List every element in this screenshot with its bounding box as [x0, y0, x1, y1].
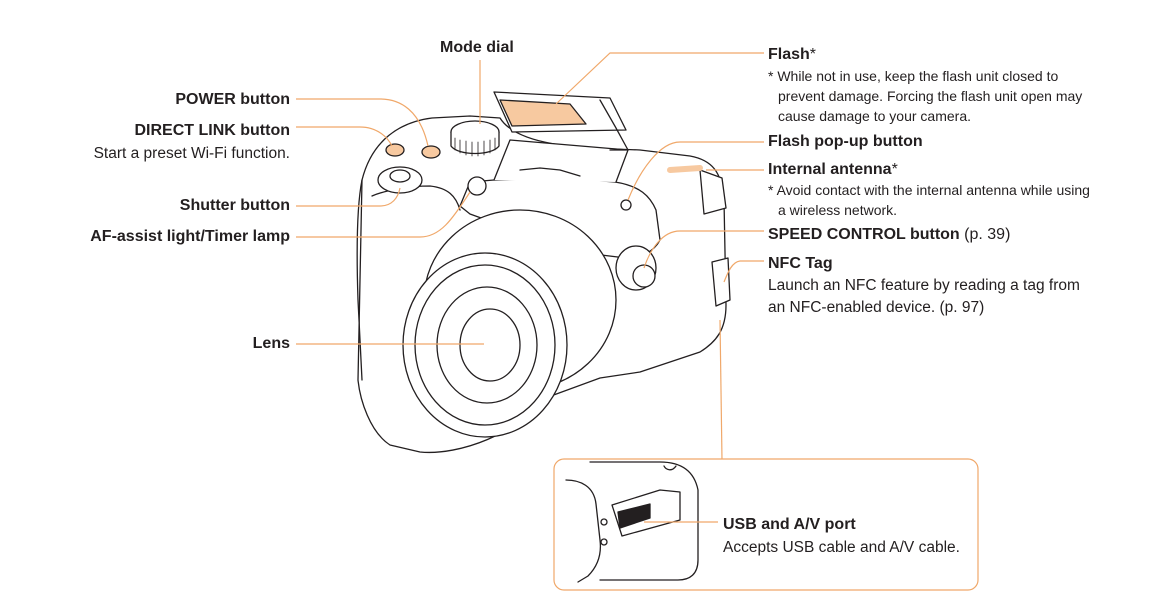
- flash-note-3: cause damage to your camera.: [778, 108, 971, 124]
- leader-shutter: [296, 187, 401, 207]
- speed-control-row: SPEED CONTROL button (p. 39): [768, 225, 1010, 245]
- nfc-tag-label: NFC Tag: [768, 255, 833, 272]
- antenna-asterisk: *: [891, 161, 898, 178]
- grip-edge: [371, 185, 461, 211]
- internal-antenna-row: Internal antenna*: [768, 160, 898, 180]
- mode-dial-label: Mode dial: [440, 39, 514, 56]
- usb-port-label: USB and A/V port: [723, 516, 856, 533]
- af-assist-label: AF-assist light/Timer lamp: [90, 228, 290, 245]
- usb-desc: Accepts USB cable and A/V cable.: [723, 539, 960, 556]
- leader-power: [296, 98, 429, 147]
- flash-label: Flash: [768, 46, 810, 63]
- leader-nfc: [723, 260, 764, 283]
- flash-note-2: prevent damage. Forcing the flash unit o…: [778, 88, 1083, 104]
- leader-flash: [555, 52, 764, 105]
- leader-usb: [719, 319, 723, 461]
- flash-well: [493, 139, 629, 183]
- direct-link-button-shape: [385, 143, 405, 157]
- leader-flash-popup: [627, 141, 764, 201]
- strap-lug: [699, 169, 727, 215]
- lens-label: Lens: [252, 335, 290, 352]
- antenna-note-2: a wireless network.: [778, 202, 898, 218]
- direct-link-button-label: DIRECT LINK button: [134, 122, 290, 139]
- internal-antenna-label: Internal antenna: [768, 161, 892, 178]
- direct-link-desc: Start a preset Wi-Fi function.: [93, 145, 290, 162]
- flash-asterisk: *: [809, 46, 817, 63]
- speed-control-label: SPEED CONTROL button: [768, 226, 960, 243]
- speed-control-ref: (p. 39): [959, 226, 1011, 243]
- shutter-button-label: Shutter button: [179, 197, 290, 214]
- nfc-desc-2: an NFC-enabled device. (p. 97): [768, 299, 985, 316]
- leader-lines: [296, 52, 764, 461]
- leader-speed-control: [643, 230, 764, 269]
- camera-illustration: [356, 91, 731, 454]
- nfc-desc-1: Launch an NFC feature by reading a tag f…: [768, 277, 1080, 294]
- leader-af-assist: [296, 191, 471, 238]
- usb-inset: [553, 458, 979, 591]
- power-button-label: POWER button: [175, 91, 290, 108]
- af-assist-lamp-shape: [467, 176, 487, 196]
- flash-popup-button-shape: [620, 199, 632, 211]
- leader-direct-link: [296, 126, 393, 147]
- flash-note-1: * While not in use, keep the flash unit …: [768, 68, 1059, 84]
- flash-popup-label: Flash pop-up button: [768, 133, 923, 150]
- antenna-note-1: * Avoid contact with the internal antenn…: [768, 182, 1090, 198]
- side-door: [711, 257, 731, 307]
- power-button-shape: [421, 145, 441, 159]
- lens-glass: [459, 308, 521, 382]
- flash-label-row: Flash*: [768, 45, 816, 65]
- camera-grip: [356, 179, 363, 381]
